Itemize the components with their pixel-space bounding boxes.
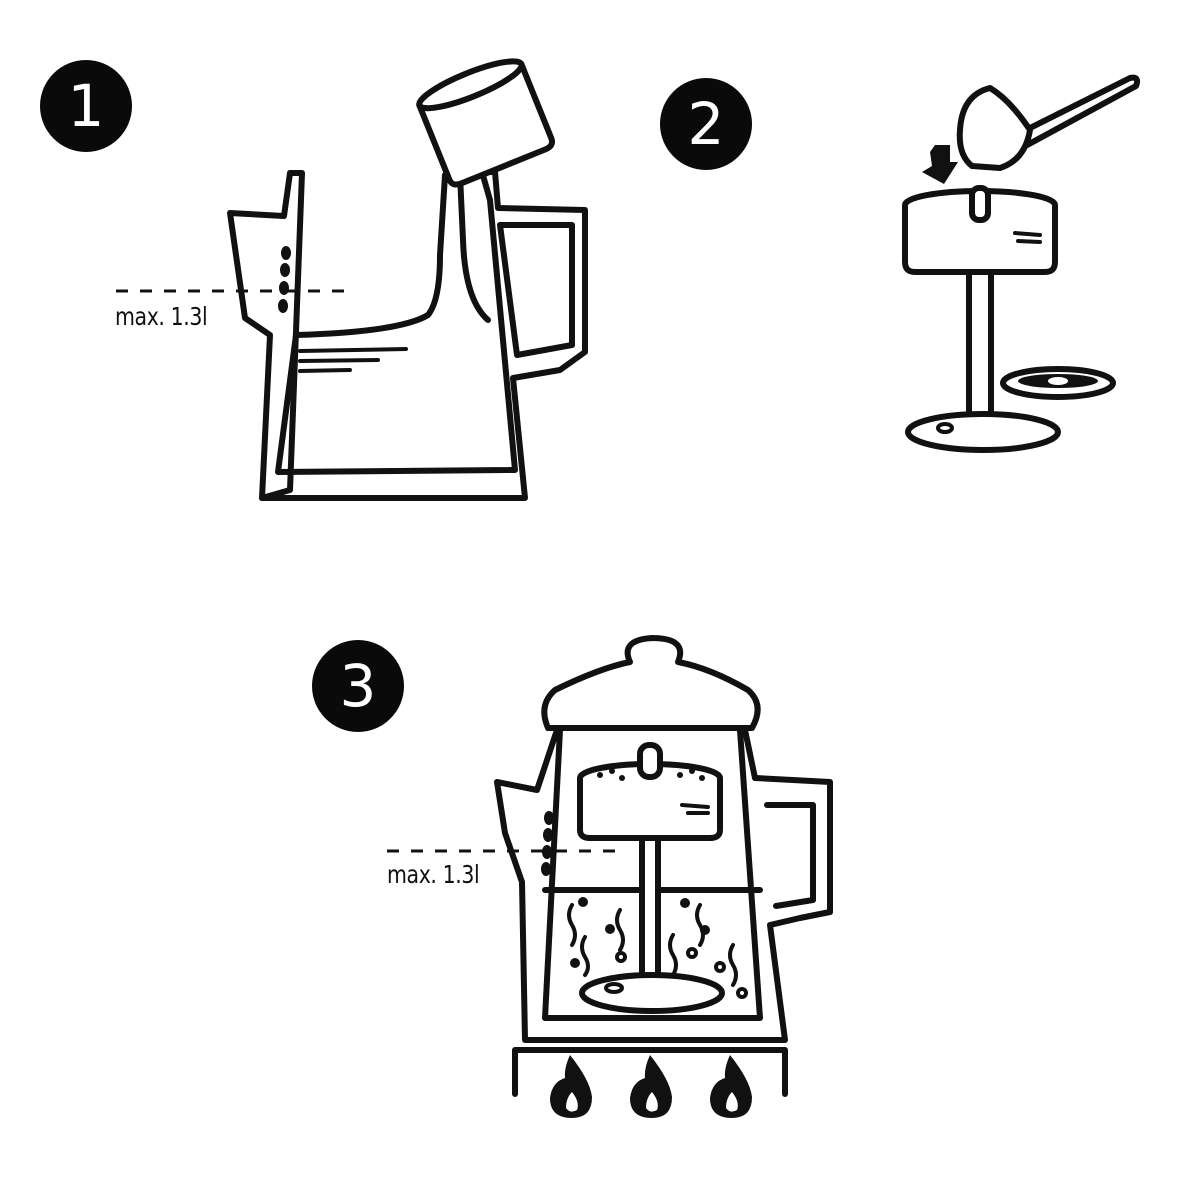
base-disc: [579, 972, 725, 1014]
stove: [512, 1047, 788, 1097]
step-2-number: 2: [687, 90, 725, 158]
water-stream: [457, 172, 491, 323]
graduation-dot: [281, 246, 291, 260]
pot-handle: [497, 222, 575, 358]
flame-icon: [630, 1055, 672, 1118]
base-disc: [905, 411, 1061, 453]
pot-outline: [227, 170, 305, 501]
pot-body: [259, 169, 588, 501]
step-3-illustration: [387, 635, 833, 1118]
step-1-badge: 1: [40, 60, 132, 152]
water-surface: [293, 172, 448, 338]
pot-handle: [764, 802, 816, 909]
plunger-rod: [639, 835, 661, 989]
pot-body: [494, 727, 833, 1043]
flame-icon: [550, 1055, 592, 1118]
step-3-number: 3: [339, 652, 377, 720]
step-2-illustration: [902, 74, 1141, 453]
step-1-number: 1: [67, 72, 105, 140]
step-1-illustration: [116, 58, 588, 501]
flames: [550, 1055, 752, 1118]
down-arrow-icon: [922, 145, 958, 184]
plunger-knob: [637, 742, 663, 780]
pouring-cup: [416, 58, 556, 188]
flame-icon: [710, 1055, 752, 1118]
scoop-handle: [1007, 74, 1141, 153]
graduation-dot: [280, 263, 290, 277]
step-3-badge: 3: [312, 640, 404, 732]
step-3-max-label: max. 1.3l: [387, 860, 480, 889]
pot-inner: [542, 727, 763, 1021]
scoop-bowl: [956, 85, 1033, 171]
graduation-dot: [278, 299, 288, 313]
pot-lid: [541, 635, 761, 731]
graduation-dot: [279, 281, 289, 295]
plunger-rod: [966, 269, 994, 435]
step-2-badge: 2: [660, 78, 752, 170]
plunger-knob: [969, 185, 991, 223]
boiling-bubbles: [567, 897, 748, 999]
step-1-max-label: max. 1.3l: [115, 302, 208, 331]
